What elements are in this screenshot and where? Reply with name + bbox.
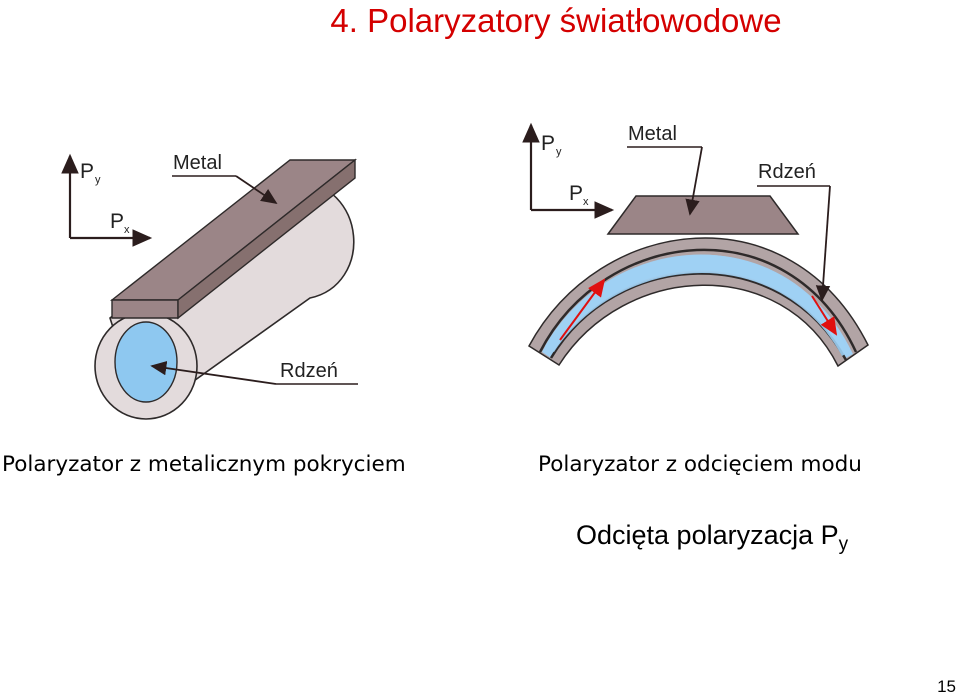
left-px-label: P <box>110 210 124 233</box>
right-caption: Polaryzator z odcięciem modu <box>538 452 862 477</box>
right-figure: P y P x Metal Rdzeń <box>522 122 869 368</box>
right-metal-block <box>606 195 800 235</box>
right-py-label: P <box>541 132 555 155</box>
page-number: 15 <box>937 677 956 696</box>
left-metal-bar <box>109 158 358 320</box>
right-metal-pointer-icon <box>685 146 703 216</box>
right-core-pointer-icon <box>815 185 831 302</box>
left-py-label: P <box>80 160 94 183</box>
right-axes-icon <box>522 122 615 219</box>
left-fiber-cylinder <box>94 177 355 420</box>
right-py-sub: y <box>556 146 562 158</box>
left-core-label: Rdzeń <box>280 360 338 382</box>
left-core-pointer-icon <box>150 360 277 385</box>
left-py-sub: y <box>95 174 101 186</box>
left-metal-pointer-icon <box>235 175 278 205</box>
cutoff-note: Odcięta polaryzacja Py <box>576 520 848 556</box>
right-core-label: Rdzeń <box>758 161 816 183</box>
left-px-sub: x <box>124 224 130 236</box>
right-metal-label: Metal <box>628 123 677 145</box>
left-figure: P y P x Metal Rdzeń <box>61 152 358 420</box>
left-axes-icon <box>61 153 153 247</box>
left-caption: Polaryzator z metalicznym pokryciem <box>2 452 406 477</box>
cutoff-note-text: Odcięta polaryzacja P <box>576 520 839 550</box>
cutoff-note-sub: y <box>838 534 849 555</box>
left-metal-label: Metal <box>173 152 222 174</box>
right-bent-fiber <box>528 237 869 368</box>
slide-title: 4. Polaryzatory światłowodowe <box>330 2 782 39</box>
right-px-sub: x <box>583 196 589 208</box>
right-px-label: P <box>569 182 583 205</box>
left-core <box>114 321 178 403</box>
right-outbound-arrow-icon <box>811 295 838 336</box>
right-inbound-arrow-icon <box>559 278 606 341</box>
